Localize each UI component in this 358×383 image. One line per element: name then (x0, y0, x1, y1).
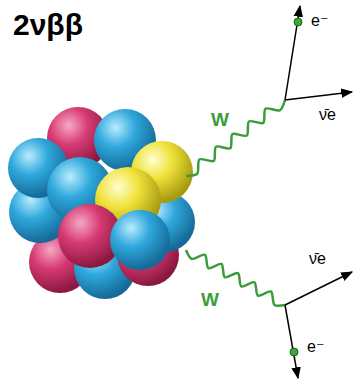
w-boson-wave (186, 100, 285, 176)
electron-dot (290, 18, 302, 356)
electron-label: e⁻ (310, 12, 329, 30)
antineutrino-label: ν̄e (308, 250, 327, 268)
w-boson-line (186, 100, 285, 306)
electron-label: e⁻ (306, 338, 325, 356)
boson-label: W (200, 290, 220, 311)
antineutrino-label: ν̄e (318, 106, 337, 124)
particle-arrows (285, 6, 352, 378)
boson-label: W (210, 110, 230, 131)
process-title: 2νββ (12, 8, 84, 41)
nucleus (8, 107, 195, 299)
